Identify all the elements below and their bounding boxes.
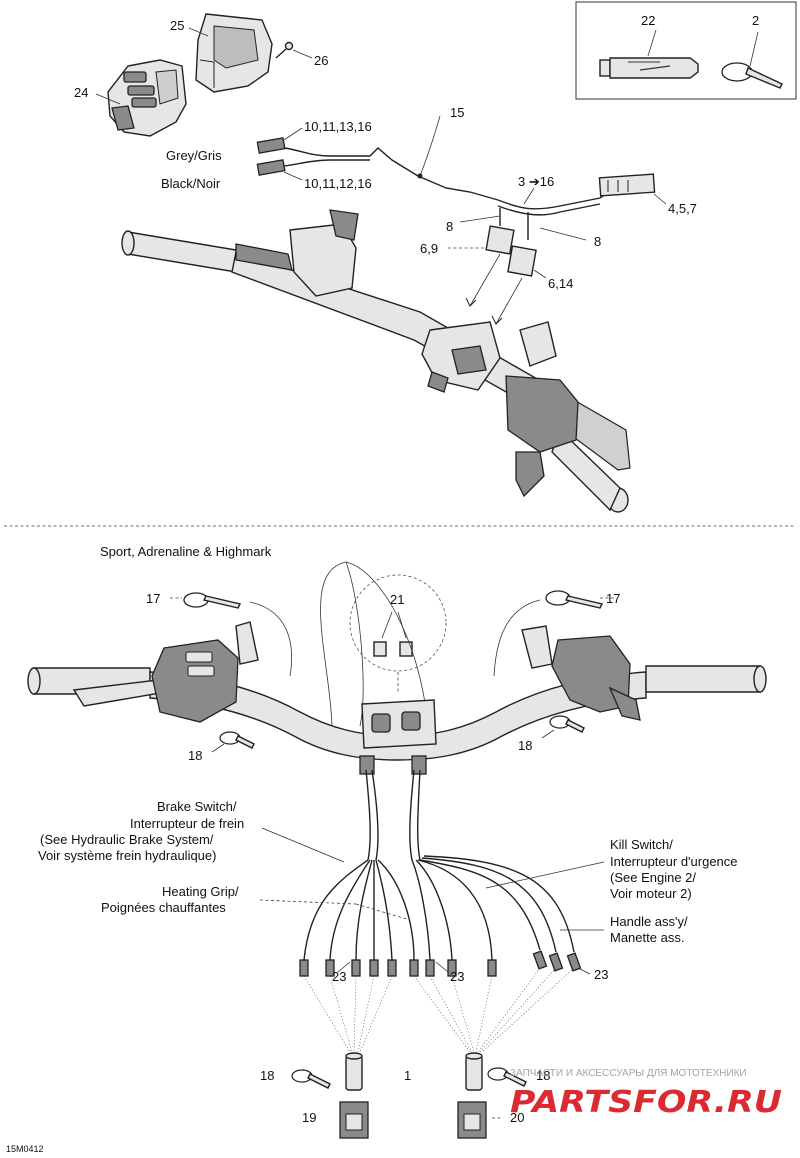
- cable-tie-18-bottom-left: [291, 1069, 331, 1089]
- callout-23a: 23: [332, 969, 346, 984]
- callout-20: 20: [510, 1110, 524, 1125]
- screw-part-26: [275, 41, 294, 59]
- watermark-tagline: ЗАПЧАСТИ И АКСЕССУАРЫ ДЛЯ МОТОТЕХНИКИ: [510, 1068, 747, 1079]
- label-heating-2: Poignées chauffantes: [101, 900, 226, 915]
- cable-tie-17-right: [545, 590, 616, 609]
- callout-25: 25: [170, 18, 184, 33]
- bottom-harness-wires: [299, 769, 582, 1053]
- label-black: Black/Noir: [161, 176, 221, 191]
- callout-19: 19: [302, 1110, 316, 1125]
- callout-labels: 22 2 25 26 24 15 10,11,13,16 Grey/Gris B…: [6, 13, 759, 1154]
- plug-part-1-right: [465, 1052, 483, 1091]
- label-brake-1: Brake Switch/: [157, 799, 237, 814]
- label-handle-1: Handle ass'y/: [610, 914, 688, 929]
- bottom-assembly: [27, 561, 767, 1139]
- label-kill-4: Voir moteur 2): [610, 886, 692, 901]
- callout-10-11-12-16: 10,11,12,16: [304, 176, 372, 191]
- callout-17-left: 17: [146, 591, 160, 606]
- cable-tie-part-2: [721, 31, 783, 89]
- callout-8a: 8: [446, 219, 453, 234]
- callout-23b: 23: [450, 969, 464, 984]
- callout-17-right: 17: [606, 591, 620, 606]
- callout-18-left: 18: [188, 748, 202, 763]
- handlebar-bottom: [27, 621, 767, 775]
- switch-housing-part-24: [107, 59, 187, 137]
- callout-21: 21: [390, 592, 404, 607]
- cover-part-25: [195, 13, 273, 93]
- connector-part-19: [339, 1101, 369, 1139]
- grey-black-wires: [256, 127, 499, 201]
- watermark: ЗАПЧАСТИ И АКСЕССУАРЫ ДЛЯ МОТОТЕХНИКИ PA…: [510, 1068, 782, 1120]
- label-kill-3: (See Engine 2/: [610, 870, 696, 885]
- connector-part-20: [457, 1101, 502, 1139]
- callout-4-5-7: 4,5,7: [668, 201, 697, 216]
- callout-6-9: 6,9: [420, 241, 438, 256]
- grease-tube-part-22: [599, 29, 699, 79]
- callout-18-bottom-right: 18: [536, 1068, 550, 1083]
- plug-part-1-left: [345, 1052, 363, 1091]
- wiring-harness-part-15: [417, 115, 667, 325]
- callout-22: 22: [641, 13, 655, 28]
- label-heating-1: Heating Grip/: [162, 884, 239, 899]
- label-handle-2: Manette ass.: [610, 930, 684, 945]
- cable-tie-18-left: [211, 731, 255, 753]
- callout-24: 24: [74, 85, 88, 100]
- cable-tie-18-bottom-right: [487, 1067, 527, 1087]
- inset-box: [575, 1, 797, 100]
- callout-8b: 8: [594, 234, 601, 249]
- callout-26: 26: [314, 53, 328, 68]
- watermark-logo: PARTSFOR.RU: [510, 1085, 782, 1120]
- label-kill-1: Kill Switch/: [610, 837, 673, 852]
- callout-3-16: 3 ➔16: [518, 174, 554, 189]
- callout-18-right: 18: [518, 738, 532, 753]
- cable-tie-18-right: [541, 715, 585, 739]
- callout-6-14: 6,14: [548, 276, 573, 291]
- figure-code: 15M0412: [6, 1144, 44, 1154]
- callout-15: 15: [450, 105, 464, 120]
- cable-tie-17-left: [170, 592, 242, 609]
- callout-1: 1: [404, 1068, 411, 1083]
- label-brake-2: Interrupteur de frein: [130, 816, 244, 831]
- callout-23c: 23: [594, 967, 608, 982]
- label-brake-3: (See Hydraulic Brake System/: [40, 832, 214, 847]
- label-grey: Grey/Gris: [166, 148, 222, 163]
- callout-18-bottom-left: 18: [260, 1068, 274, 1083]
- callout-2: 2: [752, 13, 759, 28]
- label-sport: Sport, Adrenaline & Highmark: [100, 544, 272, 559]
- label-kill-2: Interrupteur d'urgence: [610, 854, 738, 869]
- handlebar-top: [121, 209, 631, 513]
- label-brake-4: Voir système frein hydraulique): [38, 848, 216, 863]
- callout-10-11-13-16: 10,11,13,16: [304, 119, 372, 134]
- top-assembly: [95, 13, 667, 513]
